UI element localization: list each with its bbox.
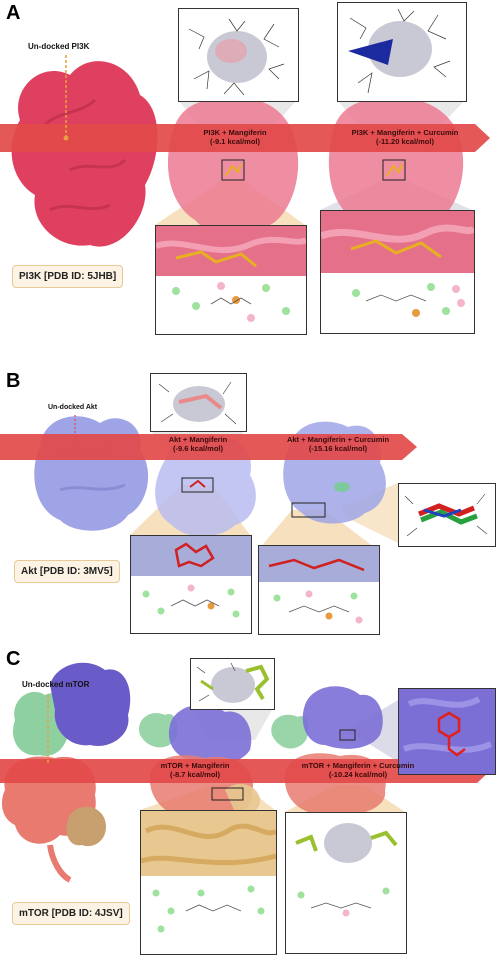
undocked-akt-protein: [34, 416, 149, 531]
panel-label-b: B: [6, 370, 21, 392]
interaction-box-b1: [130, 535, 252, 634]
interaction-box-c1: [140, 810, 277, 955]
binding-site-b1: [181, 477, 214, 493]
dock1-label-c: mTOR + Mangiferin (-8.7 kcal/mol): [145, 761, 245, 779]
pathway-arrow-b: [0, 434, 417, 460]
dock1-name-c: mTOR + Mangiferin: [160, 761, 230, 770]
dock2-name-a: PI3K + Mangiferin + Curcumin: [351, 128, 459, 137]
panel-label-c: C: [6, 648, 21, 670]
panel-a: A: [0, 0, 498, 335]
top-detail-box-b: [150, 373, 247, 432]
panel-c: C: [0, 640, 498, 955]
pdb-badge-a: PI3K [PDB ID: 5JHB]: [12, 265, 124, 288]
undocked-label-a: Un-docked PI3K: [28, 42, 90, 51]
dock1-energy-c: (-8.7 kcal/mol): [169, 770, 221, 779]
panel-label-a: A: [6, 2, 21, 24]
dock1-name-b: Akt + Mangiferin: [168, 435, 228, 444]
undocked-label-c: Un-docked mTOR: [22, 680, 90, 689]
top-detail-box-2: [337, 2, 467, 102]
dock2-energy-a: (-11.20 kcal/mol): [376, 137, 434, 146]
binding-site-1: [221, 159, 245, 181]
dock2-label-c: mTOR + Mangiferin + Curcumin (-10.24 kca…: [288, 761, 428, 779]
top-detail-box-1: [178, 8, 299, 102]
binding-site-2: [382, 159, 406, 181]
dock2-name-b: Akt + Mangiferin + Curcumin: [286, 435, 390, 444]
pdb-badge-c: mTOR [PDB ID: 4JSV]: [12, 902, 130, 925]
dock2-label-a: PI3K + Mangiferin + Curcumin (-11.20 kca…: [335, 128, 475, 146]
dock1-name-a: PI3K + Mangiferin: [203, 128, 267, 137]
panel-b-graphics: [0, 415, 417, 550]
dock1-label-b: Akt + Mangiferin (-9.6 kcal/mol): [148, 435, 248, 453]
dock2-label-b: Akt + Mangiferin + Curcumin (-15.16 kcal…: [268, 435, 408, 453]
docked-akt-1: [155, 435, 256, 537]
ligand-detail-box-b: [398, 483, 496, 547]
panel-a-graphics: [0, 55, 490, 247]
top-detail-box-c: [190, 658, 275, 710]
binding-site-b2: [291, 502, 326, 518]
binding-site-c1: [211, 787, 244, 801]
interaction-box-2: [320, 210, 475, 334]
dock2-energy-b: (-15.16 kcal/mol): [308, 444, 368, 453]
interaction-box-c2: [285, 812, 407, 954]
dock1-energy-b: (-9.6 kcal/mol): [172, 444, 224, 453]
ligand-detail-box-c: [398, 688, 496, 775]
dock1-label-a: PI3K + Mangiferin (-9.1 kcal/mol): [185, 128, 285, 146]
pathway-arrow: [0, 124, 490, 152]
interaction-box-1: [155, 225, 307, 335]
panel-c-graphics: [0, 662, 490, 883]
pathway-arrow-c: [0, 759, 490, 783]
dock2-energy-c: (-10.24 kcal/mol): [328, 770, 388, 779]
undocked-label-b: Un-docked Akt: [48, 404, 98, 411]
pdb-badge-b: Akt [PDB ID: 3MV5]: [14, 560, 120, 583]
dock1-energy-a: (-9.1 kcal/mol): [209, 137, 261, 146]
panel-b: B: [0, 335, 498, 635]
binding-site-c2: [339, 729, 356, 741]
dock2-name-c: mTOR + Mangiferin + Curcumin: [301, 761, 415, 770]
interaction-box-b2: [258, 545, 380, 635]
docked-mtor-2: [271, 686, 386, 815]
undocked-pi3k-protein: [11, 61, 158, 247]
